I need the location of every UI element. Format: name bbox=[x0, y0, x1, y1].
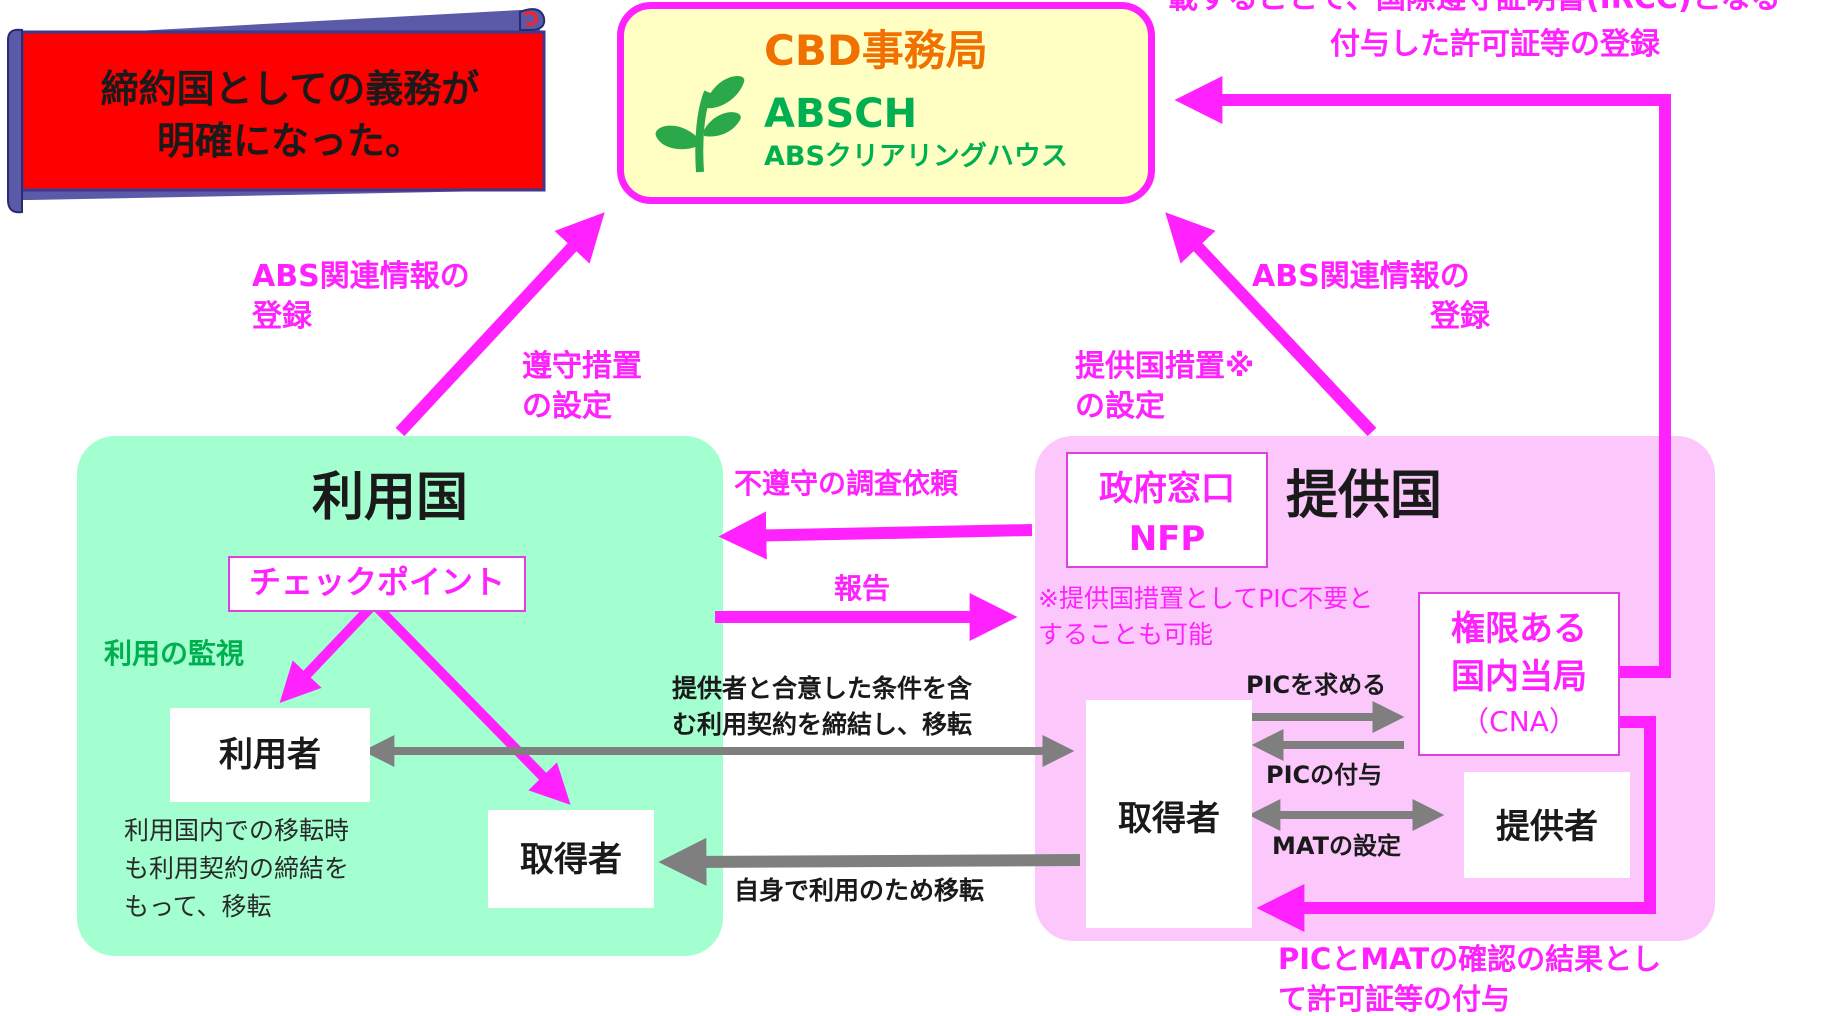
cbd-title: CBD事務局 bbox=[764, 26, 988, 75]
provider-acquirer-box bbox=[1086, 700, 1252, 928]
provider-acquirer-label: 取得者 bbox=[1118, 799, 1220, 839]
arrow-permit-grant bbox=[1256, 716, 1656, 932]
label-compliance-1: 遵守措置 bbox=[522, 349, 642, 384]
cna-label-3: （CNA） bbox=[1461, 705, 1577, 738]
provider-box bbox=[1464, 772, 1630, 878]
absch-subtitle: ABSクリアリングハウス bbox=[764, 141, 1068, 172]
arrow-self-transfer bbox=[658, 837, 1081, 886]
cna-box bbox=[1418, 592, 1620, 756]
nfp-box bbox=[1066, 452, 1268, 568]
label-contract-2: む利用契約を締結し、移転 bbox=[672, 710, 973, 739]
user-acquirer-label: 取得者 bbox=[520, 840, 622, 880]
absch-title: ABSCH bbox=[764, 91, 918, 137]
label-pic-grant: PICの付与 bbox=[1266, 761, 1383, 789]
arrow-noncompliance bbox=[718, 511, 1033, 560]
arrow-provider-to-cbd bbox=[1165, 212, 1377, 437]
checkpoint-box bbox=[228, 556, 526, 612]
provider-country-title: 提供国 bbox=[1286, 466, 1443, 526]
arrow-cna-to-cbd bbox=[1174, 76, 1671, 678]
label-mat: MATの設定 bbox=[1272, 832, 1401, 860]
user-box bbox=[170, 708, 370, 802]
arrow-checkpoint-to-user bbox=[279, 604, 374, 704]
provider-label: 提供者 bbox=[1496, 807, 1598, 847]
label-compliance-2: の設定 bbox=[522, 389, 612, 424]
nfp-label-1: 政府窓口 bbox=[1099, 469, 1235, 509]
label-self-transfer: 自身で利用のため移転 bbox=[734, 876, 985, 905]
label-report: 報告 bbox=[834, 572, 891, 605]
user-acquirer-box bbox=[488, 810, 654, 908]
user-country-title: 利用国 bbox=[312, 468, 469, 528]
label-contract-1: 提供者と合意した条件を含 bbox=[672, 674, 973, 703]
label-provider-measure-1: 提供国措置※ bbox=[1075, 349, 1255, 384]
user-note-3: もって、移転 bbox=[124, 892, 272, 921]
arrow-user-to-cbd bbox=[395, 212, 605, 437]
label-right-register-2: 登録 bbox=[1430, 299, 1490, 334]
arrow-checkpoint-to-acquirer bbox=[374, 604, 571, 805]
banner-line-2: 明確になった。 bbox=[156, 119, 423, 163]
label-provider-measure-2: の設定 bbox=[1075, 389, 1165, 424]
provider-note-2: することも可能 bbox=[1038, 620, 1214, 649]
top-right-register-text: 付与した許可証等の登録 bbox=[1330, 27, 1660, 62]
monitoring-label: 利用の監視 bbox=[104, 637, 245, 670]
user-note-2: も利用契約の締結を bbox=[124, 854, 350, 883]
banner-line-1: 締約国としての義務が bbox=[100, 67, 480, 111]
provider-note-1: ※提供国措置としてPIC不要と bbox=[1038, 584, 1374, 613]
label-right-register-1: ABS関連情報の bbox=[1252, 259, 1470, 294]
user-note-1: 利用国内での移転時 bbox=[124, 816, 350, 845]
label-pic-request: PICを求める bbox=[1246, 671, 1387, 699]
label-noncompliance: 不遵守の調査依頼 bbox=[734, 467, 959, 500]
user-label: 利用者 bbox=[219, 735, 321, 775]
absch-leaf-logo-icon bbox=[655, 76, 745, 173]
label-left-register-1: ABS関連情報の bbox=[252, 259, 470, 294]
scroll-banner-icon bbox=[7, 8, 546, 214]
label-permit-2: て許可証等の付与 bbox=[1278, 982, 1511, 1016]
label-permit-1: PICとMATの確認の結果とし bbox=[1278, 942, 1662, 976]
nfp-label-2: NFP bbox=[1128, 519, 1206, 559]
cna-label-2: 国内当局 bbox=[1451, 657, 1587, 697]
top-right-cut-text: 載することで、国際遵守証明書(IRCC)となる bbox=[1168, 0, 1781, 14]
cna-label-1: 権限ある bbox=[1451, 609, 1587, 649]
label-left-register-2: 登録 bbox=[252, 299, 312, 334]
checkpoint-label: チェックポイント bbox=[248, 563, 505, 601]
